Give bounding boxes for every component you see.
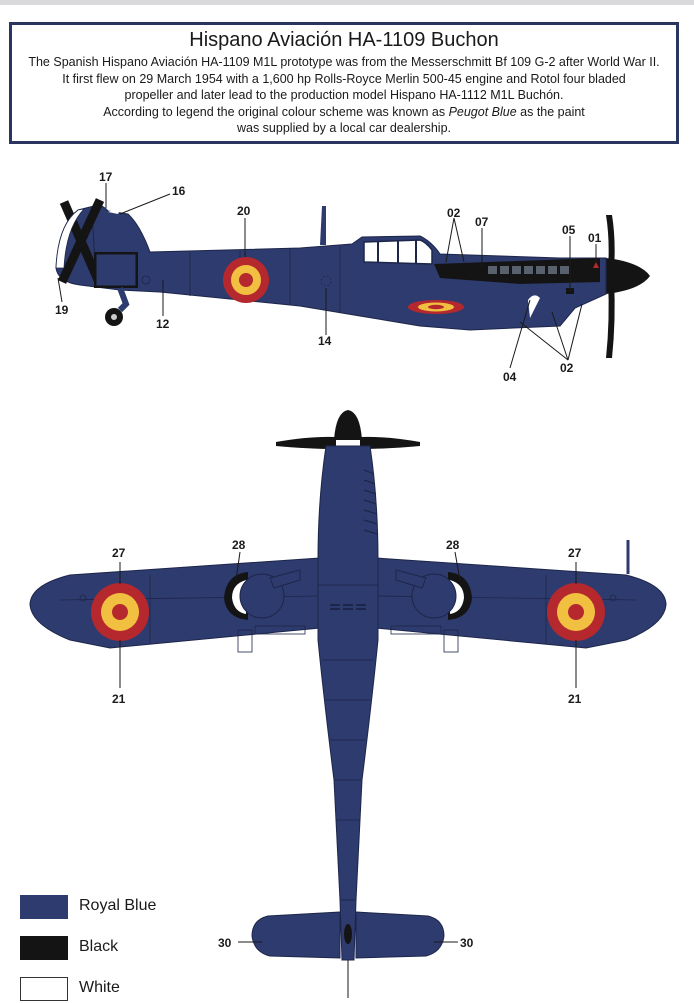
paint-name: Peugot Blue bbox=[448, 104, 517, 119]
exhaust-stacks bbox=[488, 266, 569, 274]
tail-wheel-strut bbox=[117, 286, 130, 313]
callout-02-bottom: 02 bbox=[560, 361, 574, 375]
callout-30-right: 30 bbox=[460, 936, 474, 950]
gun-ports bbox=[330, 604, 366, 610]
swatch-royal-blue bbox=[20, 895, 68, 919]
description-line-1: The Spanish Hispano Aviación HA-1109 M1L… bbox=[28, 55, 660, 69]
propeller-blade-upper bbox=[606, 215, 615, 270]
cowl-ribs bbox=[363, 469, 378, 535]
callout-16: 16 bbox=[172, 184, 186, 198]
legend-item-white: White bbox=[20, 977, 220, 1003]
top-panel-lines bbox=[59, 575, 637, 821]
legend-label-black: Black bbox=[79, 938, 119, 955]
callout-01: 01 bbox=[588, 231, 602, 245]
callout-21-left: 21 bbox=[112, 692, 126, 706]
tail-panel-inner bbox=[95, 253, 137, 287]
legend-label-royal-blue: Royal Blue bbox=[79, 897, 157, 914]
callout-14: 14 bbox=[318, 334, 332, 348]
description-line-4-end: as the paint bbox=[516, 104, 585, 119]
callout-04: 04 bbox=[503, 370, 517, 384]
spinner bbox=[606, 258, 650, 294]
description: The Spanish Hispano Aviación HA-1109 M1L… bbox=[12, 54, 676, 137]
description-line-4: According to legend the original colour … bbox=[12, 104, 676, 121]
swatch-white bbox=[20, 977, 68, 1001]
top-view: 27 28 28 27 21 21 30 30 bbox=[29, 410, 667, 998]
underwing-roundel-dot bbox=[428, 304, 444, 310]
canopy-frames bbox=[377, 240, 417, 264]
side-view: 17 16 20 02 07 05 01 19 12 14 04 02 bbox=[55, 170, 650, 384]
fuselage-side bbox=[55, 204, 607, 331]
top-rule bbox=[0, 0, 694, 5]
rudder-white-edge bbox=[55, 208, 86, 269]
callout-07: 07 bbox=[475, 215, 489, 229]
rudder-cross bbox=[57, 198, 105, 284]
antenna-mast bbox=[320, 206, 326, 245]
fin-emblem bbox=[108, 206, 122, 214]
top-propeller-blades bbox=[276, 436, 420, 449]
white-flash bbox=[528, 295, 540, 318]
propeller-blade-lower bbox=[606, 280, 615, 358]
wheel-right-strut bbox=[395, 569, 427, 589]
side-leader-lines bbox=[57, 183, 597, 369]
legend-label-white: White bbox=[79, 979, 120, 996]
description-line-2: It first flew on 29 March 1954 with a 1,… bbox=[62, 71, 626, 86]
wing-planform bbox=[29, 557, 667, 649]
description-line-5: was supplied by a local car dealership. bbox=[236, 121, 451, 135]
legend-item-black: Black bbox=[20, 936, 220, 962]
tail-light bbox=[344, 924, 352, 944]
callout-20: 20 bbox=[237, 204, 251, 218]
page-title: Hispano Aviación HA-1109 Buchon bbox=[189, 29, 499, 51]
title-box: Hispano Aviación HA-1109 Buchon The Span… bbox=[9, 22, 679, 144]
tail-wheel-hub bbox=[111, 314, 117, 320]
top-fuselage bbox=[317, 445, 379, 901]
tailplane bbox=[251, 911, 445, 959]
legend-item-royal-blue: Royal Blue bbox=[20, 895, 220, 921]
nav-light bbox=[593, 262, 599, 268]
description-line-4-start: According to legend the original colour … bbox=[103, 104, 449, 119]
callout-05: 05 bbox=[562, 223, 576, 237]
callout-12: 12 bbox=[156, 317, 170, 331]
swatch-black bbox=[20, 936, 68, 960]
intake bbox=[566, 288, 574, 294]
callout-28-left: 28 bbox=[232, 538, 246, 552]
callout-30-left: 30 bbox=[218, 936, 232, 950]
top-spinner bbox=[334, 410, 362, 440]
top-leader-lines bbox=[119, 551, 577, 943]
callout-27-left: 27 bbox=[112, 546, 126, 560]
callout-17: 17 bbox=[99, 170, 113, 184]
callout-19: 19 bbox=[55, 303, 69, 317]
callout-28-right: 28 bbox=[446, 538, 460, 552]
callout-21-right: 21 bbox=[568, 692, 582, 706]
wing-roundel-left-dot bbox=[112, 604, 128, 620]
fuselage-roundel-dot bbox=[239, 273, 253, 287]
callout-02-top: 02 bbox=[447, 206, 461, 220]
wheel-left-strut bbox=[269, 569, 301, 589]
wing-roundel-right-dot bbox=[568, 604, 584, 620]
callout-27-right: 27 bbox=[568, 546, 582, 560]
description-line-3: propeller and later lead to the producti… bbox=[124, 88, 564, 102]
